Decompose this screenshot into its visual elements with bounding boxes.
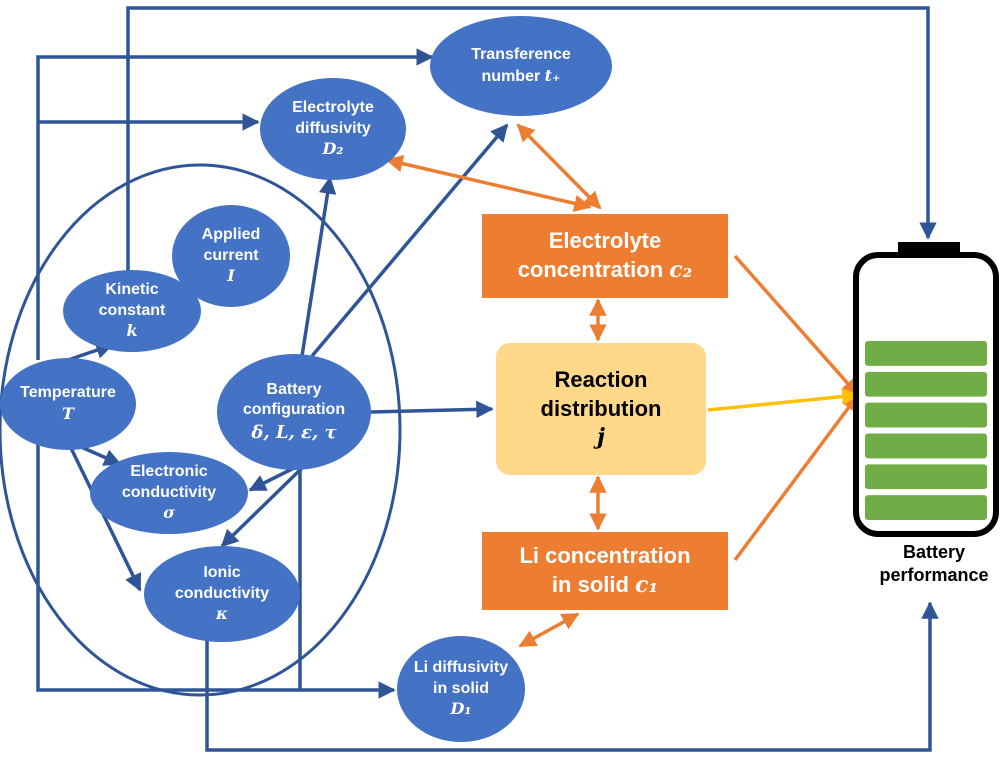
electrolyte-diffusivity-line2: diffusivity [295,119,371,137]
electronic-conductivity-line2: conductivity [121,483,217,501]
reaction-to-battery-arrow [707,387,860,412]
electrolyte-concentration-box: Electrolyte concentration c₂ [482,214,728,298]
transference-number-line1: Transference [471,45,571,63]
temperature-to-li-diffusivity-arrow [36,430,396,699]
ionic-conductivity-node: Ionic conductivity κ [144,546,300,642]
transference-number-symbol: t₊ [544,65,561,85]
electrolyte-concentration-line1: Electrolyte [548,228,662,254]
li-concentration-line1: Li concentration [519,543,691,569]
kinetic-constant-node: Kinetic constant k [63,270,201,352]
temperature-node: Temperature T [0,358,136,450]
reaction-distribution-symbol: j [597,424,605,451]
battery-icon [853,242,999,537]
transference-electrolyte-conc-arrow [516,123,602,210]
electronic-conductivity-node: Electronic conductivity σ [90,452,248,534]
kinetic-constant-line2: constant [98,301,166,319]
electrolyte-conc-to-battery-arrow [733,254,860,397]
electrolyte-concentration-symbol: c₂ [669,257,693,283]
temperature-to-transference-arrow [36,48,434,360]
li-diffusivity-symbol: D₁ [450,699,472,719]
battery-configuration-line2: configuration [242,401,346,419]
battery-performance-label: Battery performance [868,541,1000,588]
battery-cell [865,371,987,397]
ionic-conductivity-symbol: κ [216,604,228,624]
applied-current-line2: current [203,246,259,264]
transference-number-line2: number [481,67,541,85]
ionic-to-battery-arrow [205,601,939,752]
configuration-to-electronic-arrow [248,464,299,492]
transference-number-node: Transference number t₊ [430,16,612,116]
temperature-to-ionic-arrow [68,445,142,592]
electrolyte-diffusivity-symbol: D₂ [322,139,344,159]
temperature-symbol: T [62,404,74,423]
reaction-distribution-box: Reaction distribution j [496,343,706,475]
applied-current-symbol: I [227,266,235,286]
li-concentration-line2: in solid [551,572,629,597]
li-diffusivity-line1: Li diffusivity [413,658,509,676]
battery-cell [865,402,987,428]
li-concentration-box: Li concentration in solid c₁ [482,532,728,610]
battery-performance-line1: Battery [902,542,966,562]
kinetic-constant-symbol: k [126,321,138,341]
kinetic-constant-line1: Kinetic [105,280,159,298]
electronic-conductivity-symbol: σ [163,503,175,523]
electrolyte-diffusivity-node: Electrolyte diffusivity D₂ [260,78,406,180]
li-concentration-symbol: c₁ [635,572,659,598]
li-diffusivity-line2: in solid [433,679,489,697]
applied-current-line1: Applied [201,225,261,243]
battery-configuration-node: Battery configuration δ, L, ε, τ [217,354,371,470]
battery-cell [865,433,987,459]
li-conc-li-diffusivity-arrow [518,612,580,648]
configuration-to-ionic-arrow [220,466,304,548]
ionic-conductivity-line2: conductivity [174,584,270,602]
li-diffusivity-node: Li diffusivity in solid D₁ [397,636,525,742]
reaction-distribution-line2: distribution [540,395,662,421]
battery-cell [865,341,987,366]
electrolyte-diffusivity-line1: Electrolyte [292,98,374,116]
temperature-line1: Temperature [20,384,116,402]
battery-configuration-line1: Battery [266,380,322,398]
li-conc-to-battery-arrow [733,393,860,562]
kinetic-to-battery-arrow [126,6,937,285]
electrolyte-concentration-line2: concentration [517,257,664,282]
ionic-conductivity-line1: Ionic [203,563,241,581]
battery-cell [865,495,987,520]
battery-cell [865,464,987,490]
configuration-to-diffusivity-arrow [300,176,337,357]
battery-configuration-symbol: δ, L, ε, τ [251,422,337,444]
electronic-conductivity-line1: Electronic [130,462,208,480]
battery-performance-line2: performance [879,565,989,586]
configuration-to-reaction-arrow [369,400,494,419]
parameter-group-ellipse [0,163,402,697]
reaction-distribution-line1: Reaction [554,367,648,393]
